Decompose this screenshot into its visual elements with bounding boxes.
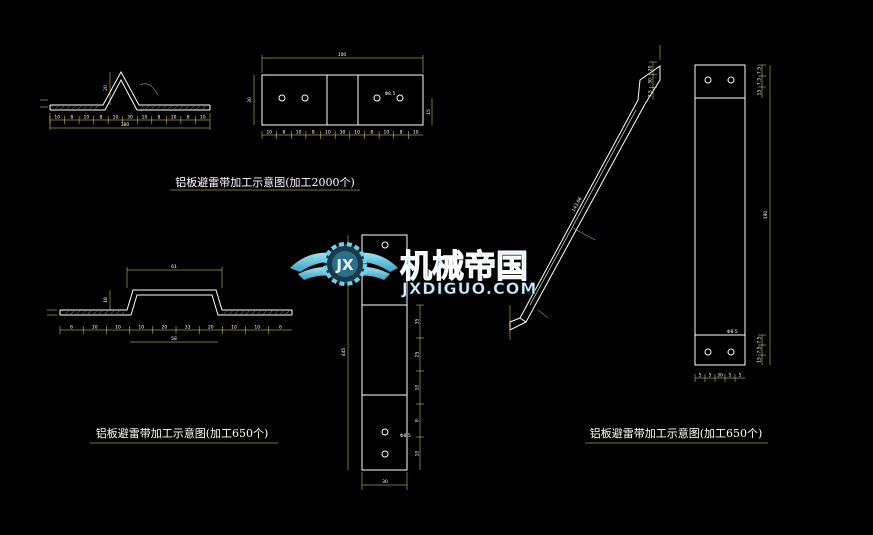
dim-hole-dia: Φ8.5 bbox=[400, 433, 411, 439]
dim-hole-dia: Φ8.5 bbox=[385, 91, 396, 97]
dim-label: 7.5 bbox=[757, 336, 763, 343]
dim-label: 5 bbox=[699, 373, 702, 379]
dim-bottom-row: 10 8 10 8 10 30 10 8 10 8 10 bbox=[261, 130, 419, 139]
dim-hole-dia: Φ8.5 bbox=[727, 329, 738, 335]
dim-plate-width: 30 bbox=[247, 97, 253, 103]
dim-right-column: 7.5 7.5 15 7.5 7.5 15 bbox=[757, 64, 766, 363]
dim-hole-offset: 15 bbox=[426, 109, 432, 115]
dim-label: 15 bbox=[757, 357, 763, 363]
dim-label: 5 bbox=[729, 373, 732, 379]
dim-label: 30 bbox=[648, 78, 654, 84]
caption-right: 铝板避雷带加工示意图(加工650个) bbox=[590, 426, 763, 440]
dim-label: 20 bbox=[208, 325, 214, 331]
drawing-vertical-strip: Φ8.5 445 30 35 25 10 8 10 bbox=[341, 234, 424, 490]
dim-label: 10 bbox=[200, 115, 206, 121]
dim-label: 30 bbox=[127, 115, 133, 121]
dim-label: 8 bbox=[187, 115, 190, 121]
dim-label: 10 bbox=[415, 451, 421, 457]
dim-label: 20 bbox=[648, 65, 654, 71]
dim-label: 20 bbox=[162, 325, 168, 331]
dim-label: 8 bbox=[415, 419, 421, 422]
drawing-hat-profile: 61 6 10 10 10 20 33 20 10 10 6 58 18 bbox=[47, 264, 293, 343]
dim-label: 8 bbox=[283, 130, 286, 136]
dim-label: 30 bbox=[340, 130, 346, 136]
dim-label: 7.5 bbox=[757, 67, 763, 74]
dim-label: 10 bbox=[413, 130, 419, 136]
watermark-title: 机械帝国 bbox=[400, 247, 528, 285]
dim-label: 8 bbox=[370, 130, 373, 136]
dim-hat-height: 18 bbox=[103, 297, 109, 303]
dim-label: 10 bbox=[171, 115, 177, 121]
dim-bottom-row: 10 8 10 8 10 30 10 8 10 8 10 bbox=[49, 115, 206, 124]
dim-label: 10 bbox=[384, 130, 390, 136]
dim-plate-length: 100 bbox=[338, 52, 347, 58]
dim-label: 10 bbox=[296, 130, 302, 136]
dim-label: 10 bbox=[142, 115, 148, 121]
dim-label: 10 bbox=[113, 115, 119, 121]
dim-total-length: 380 bbox=[121, 122, 130, 128]
dim-label: 10 bbox=[325, 130, 331, 136]
dim-label: 7.5 bbox=[757, 346, 763, 353]
drawing-plate-plan: Φ8.5 100 10 8 10 8 10 30 10 8 10 8 10 30 15 bbox=[247, 52, 433, 139]
watermark-url: JXDIGUO.COM bbox=[401, 279, 537, 298]
dim-label: 10 bbox=[231, 325, 237, 331]
dim-label: 5 bbox=[709, 373, 712, 379]
dim-label: 30 bbox=[717, 373, 723, 379]
dim-label: 10 bbox=[254, 325, 260, 331]
dim-label: 35 bbox=[415, 319, 421, 325]
caption-left: 铝板避雷带加工示意图(加工650个) bbox=[96, 426, 269, 440]
dim-label: 7.5 bbox=[757, 78, 763, 85]
dim-label: 10 bbox=[415, 385, 421, 391]
dim-label: 15 bbox=[757, 90, 763, 96]
dim-label: 25 bbox=[415, 352, 421, 358]
dim-label: 10 bbox=[266, 130, 272, 136]
dim-hat-top: 61 bbox=[171, 264, 177, 270]
watermark-logo: JX 机械帝国 JXDIGUO.COM bbox=[290, 242, 537, 298]
dim-label: 8 bbox=[158, 115, 161, 121]
dim-hat-mid: 58 bbox=[171, 336, 177, 342]
dim-label: 10 bbox=[138, 325, 144, 331]
dim-plate-height: 190 bbox=[763, 211, 769, 220]
dim-label: 10 bbox=[92, 325, 98, 331]
caption-top: 铝板避雷带加工示意图(加工2000个) bbox=[175, 175, 355, 189]
dim-label: 10 bbox=[354, 130, 360, 136]
dim-label: 33 bbox=[185, 325, 191, 331]
drawing-bent-strip-profile: 380 10 8 10 8 10 30 10 8 10 8 10 20 bbox=[40, 70, 211, 130]
dim-peak-height: 20 bbox=[103, 85, 109, 91]
dim-label: 8 bbox=[400, 130, 403, 136]
dim-label: 5 bbox=[739, 373, 742, 379]
gear-icon: JX bbox=[323, 242, 367, 286]
dim-bottom-row: 6 10 10 10 20 33 20 10 10 6 bbox=[59, 325, 282, 334]
dim-label: 10 bbox=[83, 115, 89, 121]
dim-label: 6 bbox=[70, 325, 73, 331]
dim-side-column: 20 30 7.5 bbox=[648, 61, 657, 97]
svg-text:JX: JX bbox=[335, 256, 354, 274]
dim-label: 8 bbox=[70, 115, 73, 121]
dim-label: 10 bbox=[115, 325, 121, 331]
dim-label: 8 bbox=[99, 115, 102, 121]
dim-label: 8 bbox=[312, 130, 315, 136]
dim-label: 6 bbox=[279, 325, 282, 331]
dim-strip-width: 30 bbox=[382, 479, 388, 485]
dim-strip-height: 445 bbox=[341, 348, 347, 357]
dim-right-column: 35 25 10 8 10 bbox=[415, 304, 424, 457]
dim-label: 10 bbox=[54, 115, 60, 121]
dim-label: 7.5 bbox=[648, 90, 654, 97]
